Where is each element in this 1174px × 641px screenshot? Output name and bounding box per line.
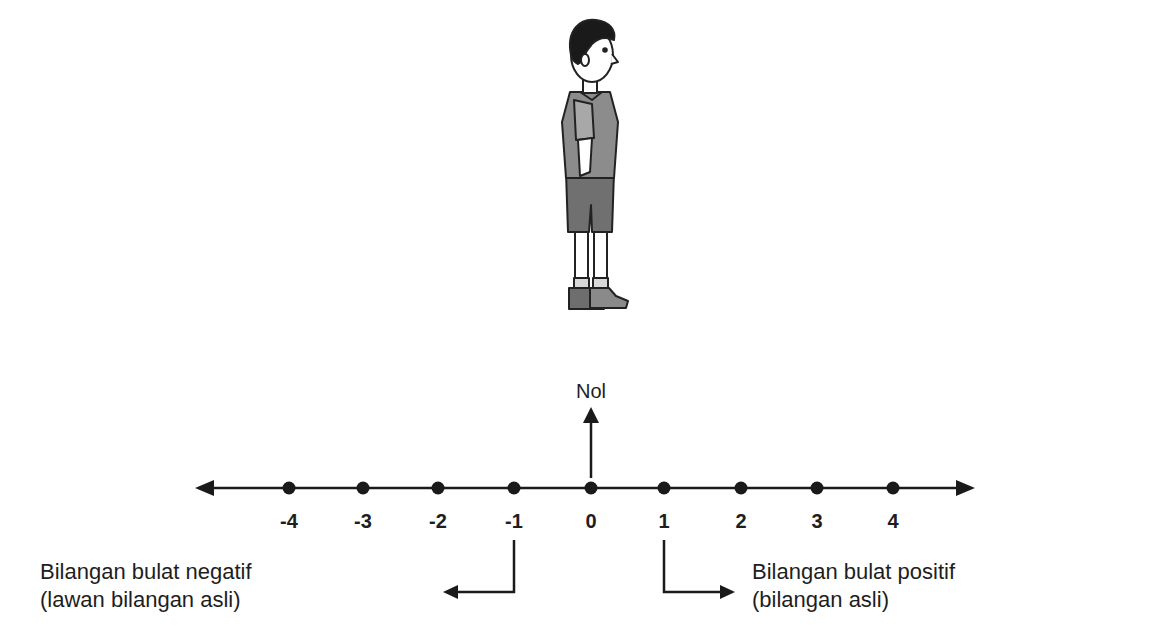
tick-number: 1: [658, 509, 669, 534]
number-line: [195, 480, 975, 496]
tick-number: 0: [585, 509, 596, 534]
zero-label: Nol: [576, 379, 606, 404]
tick-number: -3: [354, 509, 372, 534]
tick-number: -1: [505, 509, 523, 534]
positive-bracket: [664, 540, 735, 599]
positive-caption: Bilangan bulat positif (bilangan asli): [752, 558, 1027, 613]
zero-pointer: [583, 407, 599, 478]
tick-number: -4: [280, 509, 298, 534]
tick-number: 3: [811, 509, 822, 534]
tick-number: 2: [735, 509, 746, 534]
tick-number: 4: [887, 509, 898, 534]
negative-caption: Bilangan bulat negatif (lawan bilangan a…: [40, 558, 315, 613]
tick-number: -2: [429, 509, 447, 534]
negative-bracket: [443, 540, 514, 599]
boy-figure: [562, 20, 628, 309]
